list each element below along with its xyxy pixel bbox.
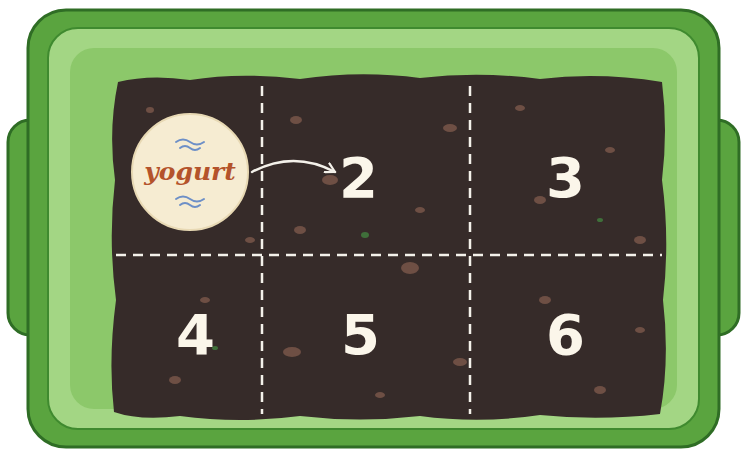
label-circle: yogurt [130,112,250,232]
section-cell: 5 [335,303,386,367]
section-number: 5 [335,303,386,367]
soil [111,74,666,420]
divider-lines [116,86,662,414]
tray-rim [28,10,719,447]
section-number: 4 [170,303,221,367]
section-number: 6 [540,303,591,367]
section-cell: 4 [170,303,221,367]
tray-inner [48,28,699,429]
green-flecks [212,218,603,350]
label-text: yogurt [144,158,236,186]
section-number: 3 [540,146,591,210]
section-cell: 2 [333,146,384,210]
section-number: 2 [333,146,384,210]
curved-arrow [252,161,335,172]
section-cell: 3 [540,146,591,210]
section-cell: 6 [540,303,591,367]
